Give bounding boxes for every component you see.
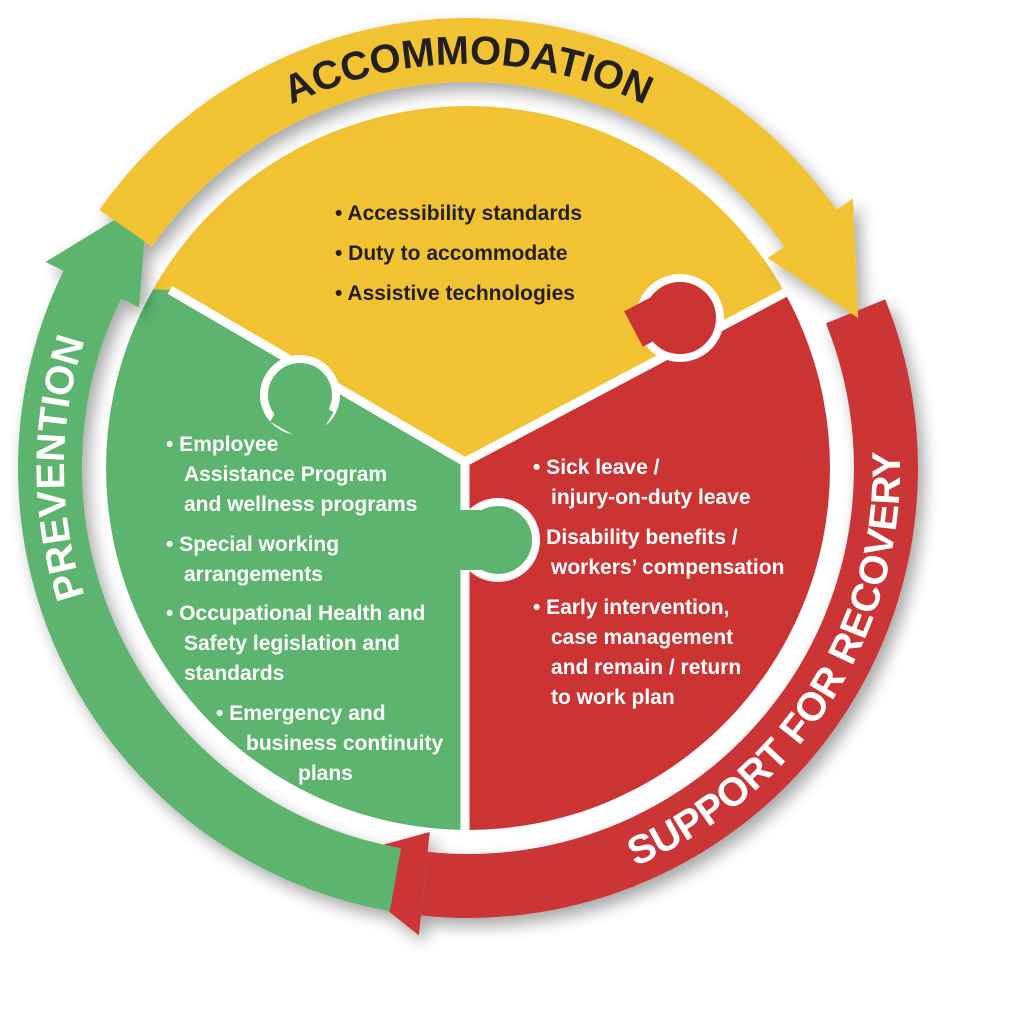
prevention-item-line: Assistance Program <box>184 463 388 486</box>
support-item-line: • Sick leave / <box>533 456 660 479</box>
prevention-item-line: • Special working <box>166 533 340 556</box>
prevention-arrow <box>18 270 402 912</box>
support-sector <box>465 280 830 830</box>
prevention-item-line: • Employee <box>166 433 279 456</box>
accommodation-arrowhead <box>767 198 859 319</box>
prevention-item-line: • Occupational Health and <box>166 602 426 625</box>
prevention-item-line: • Emergency and <box>216 702 386 725</box>
prevention-item-line: plans <box>298 762 353 785</box>
prevention-sector <box>106 280 465 830</box>
support-item-line: to work plan <box>551 686 675 709</box>
prevention-item-line: arrangements <box>184 563 323 586</box>
support-item-line: and remain / return <box>551 656 742 679</box>
prevention-item-line: standards <box>184 662 285 685</box>
accommodation-item: • Duty to accommodate <box>335 242 568 265</box>
prevention-arrowhead <box>45 199 148 308</box>
support-item-line: case management <box>551 626 734 649</box>
accommodation-item: • Accessibility standards <box>335 202 583 225</box>
accommodation-item: • Assistive technologies <box>335 282 575 305</box>
accommodation-arrow <box>99 18 837 247</box>
support-item-line: • Early intervention, <box>533 596 730 619</box>
prevention-item-line: Safety legislation and <box>184 632 400 655</box>
support-item-line: • Disability benefits / <box>533 526 738 549</box>
support-item-line: workers’ compensation <box>551 556 785 579</box>
prevention-item-line: and wellness programs <box>184 493 418 516</box>
prevention-item-line: business continuity <box>246 732 444 755</box>
support-arrow <box>420 299 918 918</box>
support-item-line: injury-on-duty leave <box>551 486 751 509</box>
cycle-ring <box>18 18 918 936</box>
